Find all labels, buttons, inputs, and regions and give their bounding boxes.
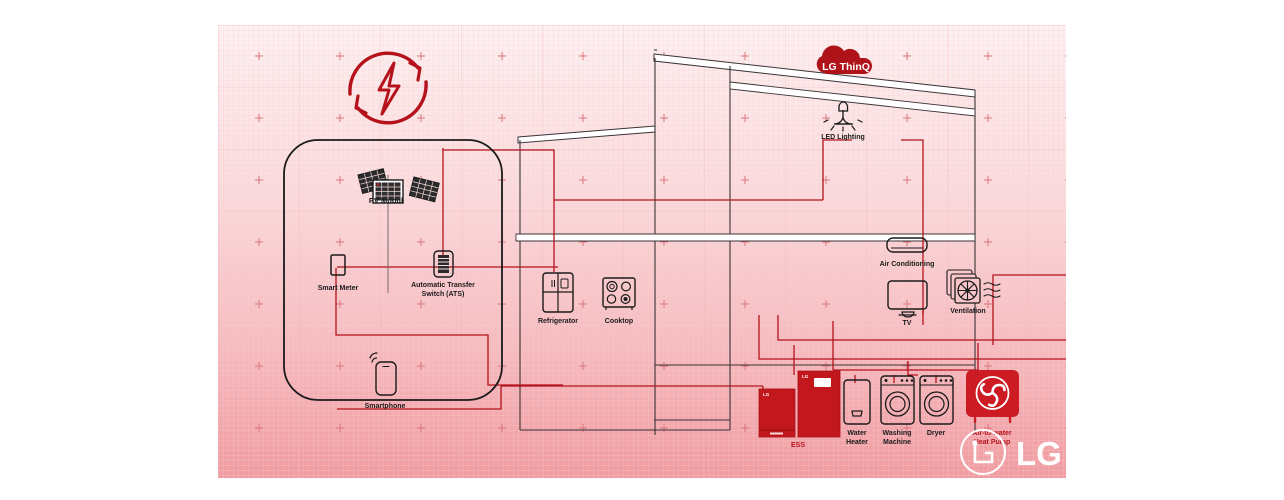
node-label-pv-modul: PV Modul [369,196,403,205]
node-refrigerator[interactable]: Refrigerator [538,272,578,325]
ventilation-fan-icon [946,269,1001,304]
node-label-refrigerator: Refrigerator [538,318,578,325]
node-label-dryer: Dryer [927,430,946,437]
node-heat-pump[interactable]: Air-to-water Heat Pump [966,370,1019,446]
air-conditioner-icon [886,237,928,253]
smart-meter-icon [330,254,346,276]
node-label-ats-line2: Switch (ATS) [422,291,465,298]
diagram-canvas: PV Modul Smart Meter Automatic Trans [218,25,1066,478]
cooktop-icon [602,277,636,310]
node-ventilation[interactable]: Ventilation [946,269,1001,315]
node-label-washing-machine-line2: Machine [883,439,911,446]
node-ess[interactable]: LG LG ESS [758,370,841,449]
ess-battery-icon: LG LG [758,370,841,438]
smartphone-icon [369,352,397,396]
node-label-tv: TV [903,320,912,327]
tv-icon [887,280,928,318]
cloud-badge-label: LG ThinQ [822,61,870,73]
node-label-cooktop: Cooktop [605,318,633,325]
node-water-heater[interactable]: Water Heater [843,379,871,446]
node-label-air-conditioning: Air Conditioning [880,261,935,268]
dryer-icon [919,375,954,425]
node-label-water-heater-line2: Heater [846,439,868,446]
transfer-switch-icon [433,250,454,278]
node-dryer[interactable]: Dryer [919,375,954,437]
node-label-led-lighting: LED Lighting [821,134,865,141]
cloud-icon [816,45,872,74]
node-label-smartphone: Smartphone [365,403,406,410]
node-label-washing-machine-line1: Washing [883,430,912,437]
node-label-water-heater-line1: Water [847,430,866,437]
led-bulb-icon [823,101,863,132]
svg-text:LG: LG [802,374,809,379]
node-label-ventilation: Ventilation [950,308,985,315]
house-structure [515,49,976,435]
node-cooktop[interactable]: Cooktop [602,277,636,325]
node-washing-machine[interactable]: Washing Machine [880,375,915,446]
node-smart-meter[interactable]: Smart Meter [318,254,359,292]
node-label-heat-pump-line2: Heat Pump [974,439,1011,446]
node-smartphone[interactable]: Smartphone [365,352,406,410]
wiring-layer [335,139,1066,435]
energy-cycle-icon [348,51,428,125]
water-heater-icon [843,379,871,425]
refrigerator-icon [542,272,574,313]
wifi-waves-icon [369,352,378,363]
node-label-heat-pump-line1: Air-to-water [972,430,1012,437]
node-tv[interactable]: TV [887,280,928,327]
floor-slabs [515,81,976,242]
cloud-badge[interactable]: LG ThinQ [816,45,872,74]
svg-text:LG: LG [763,392,770,397]
node-air-conditioning[interactable]: Air Conditioning [880,237,935,268]
node-label-ess: ESS [791,442,805,449]
node-led-lighting[interactable]: LED Lighting [821,101,865,141]
node-pv-modul[interactable]: PV Modul [357,168,440,205]
brand-logo: LG [960,429,1062,475]
washing-machine-icon [880,375,915,425]
interior-partitions [655,117,975,366]
node-label-smart-meter: Smart Meter [318,285,359,292]
node-label-ats-line1: Automatic Transfer [411,282,475,289]
node-ats[interactable]: Automatic Transfer Switch (ATS) [411,250,475,298]
lg-logo-icon [960,429,1006,475]
brand-logo-label: LG [1016,435,1062,472]
solar-panel-icon [357,168,440,204]
heat-pump-icon [966,370,1019,424]
